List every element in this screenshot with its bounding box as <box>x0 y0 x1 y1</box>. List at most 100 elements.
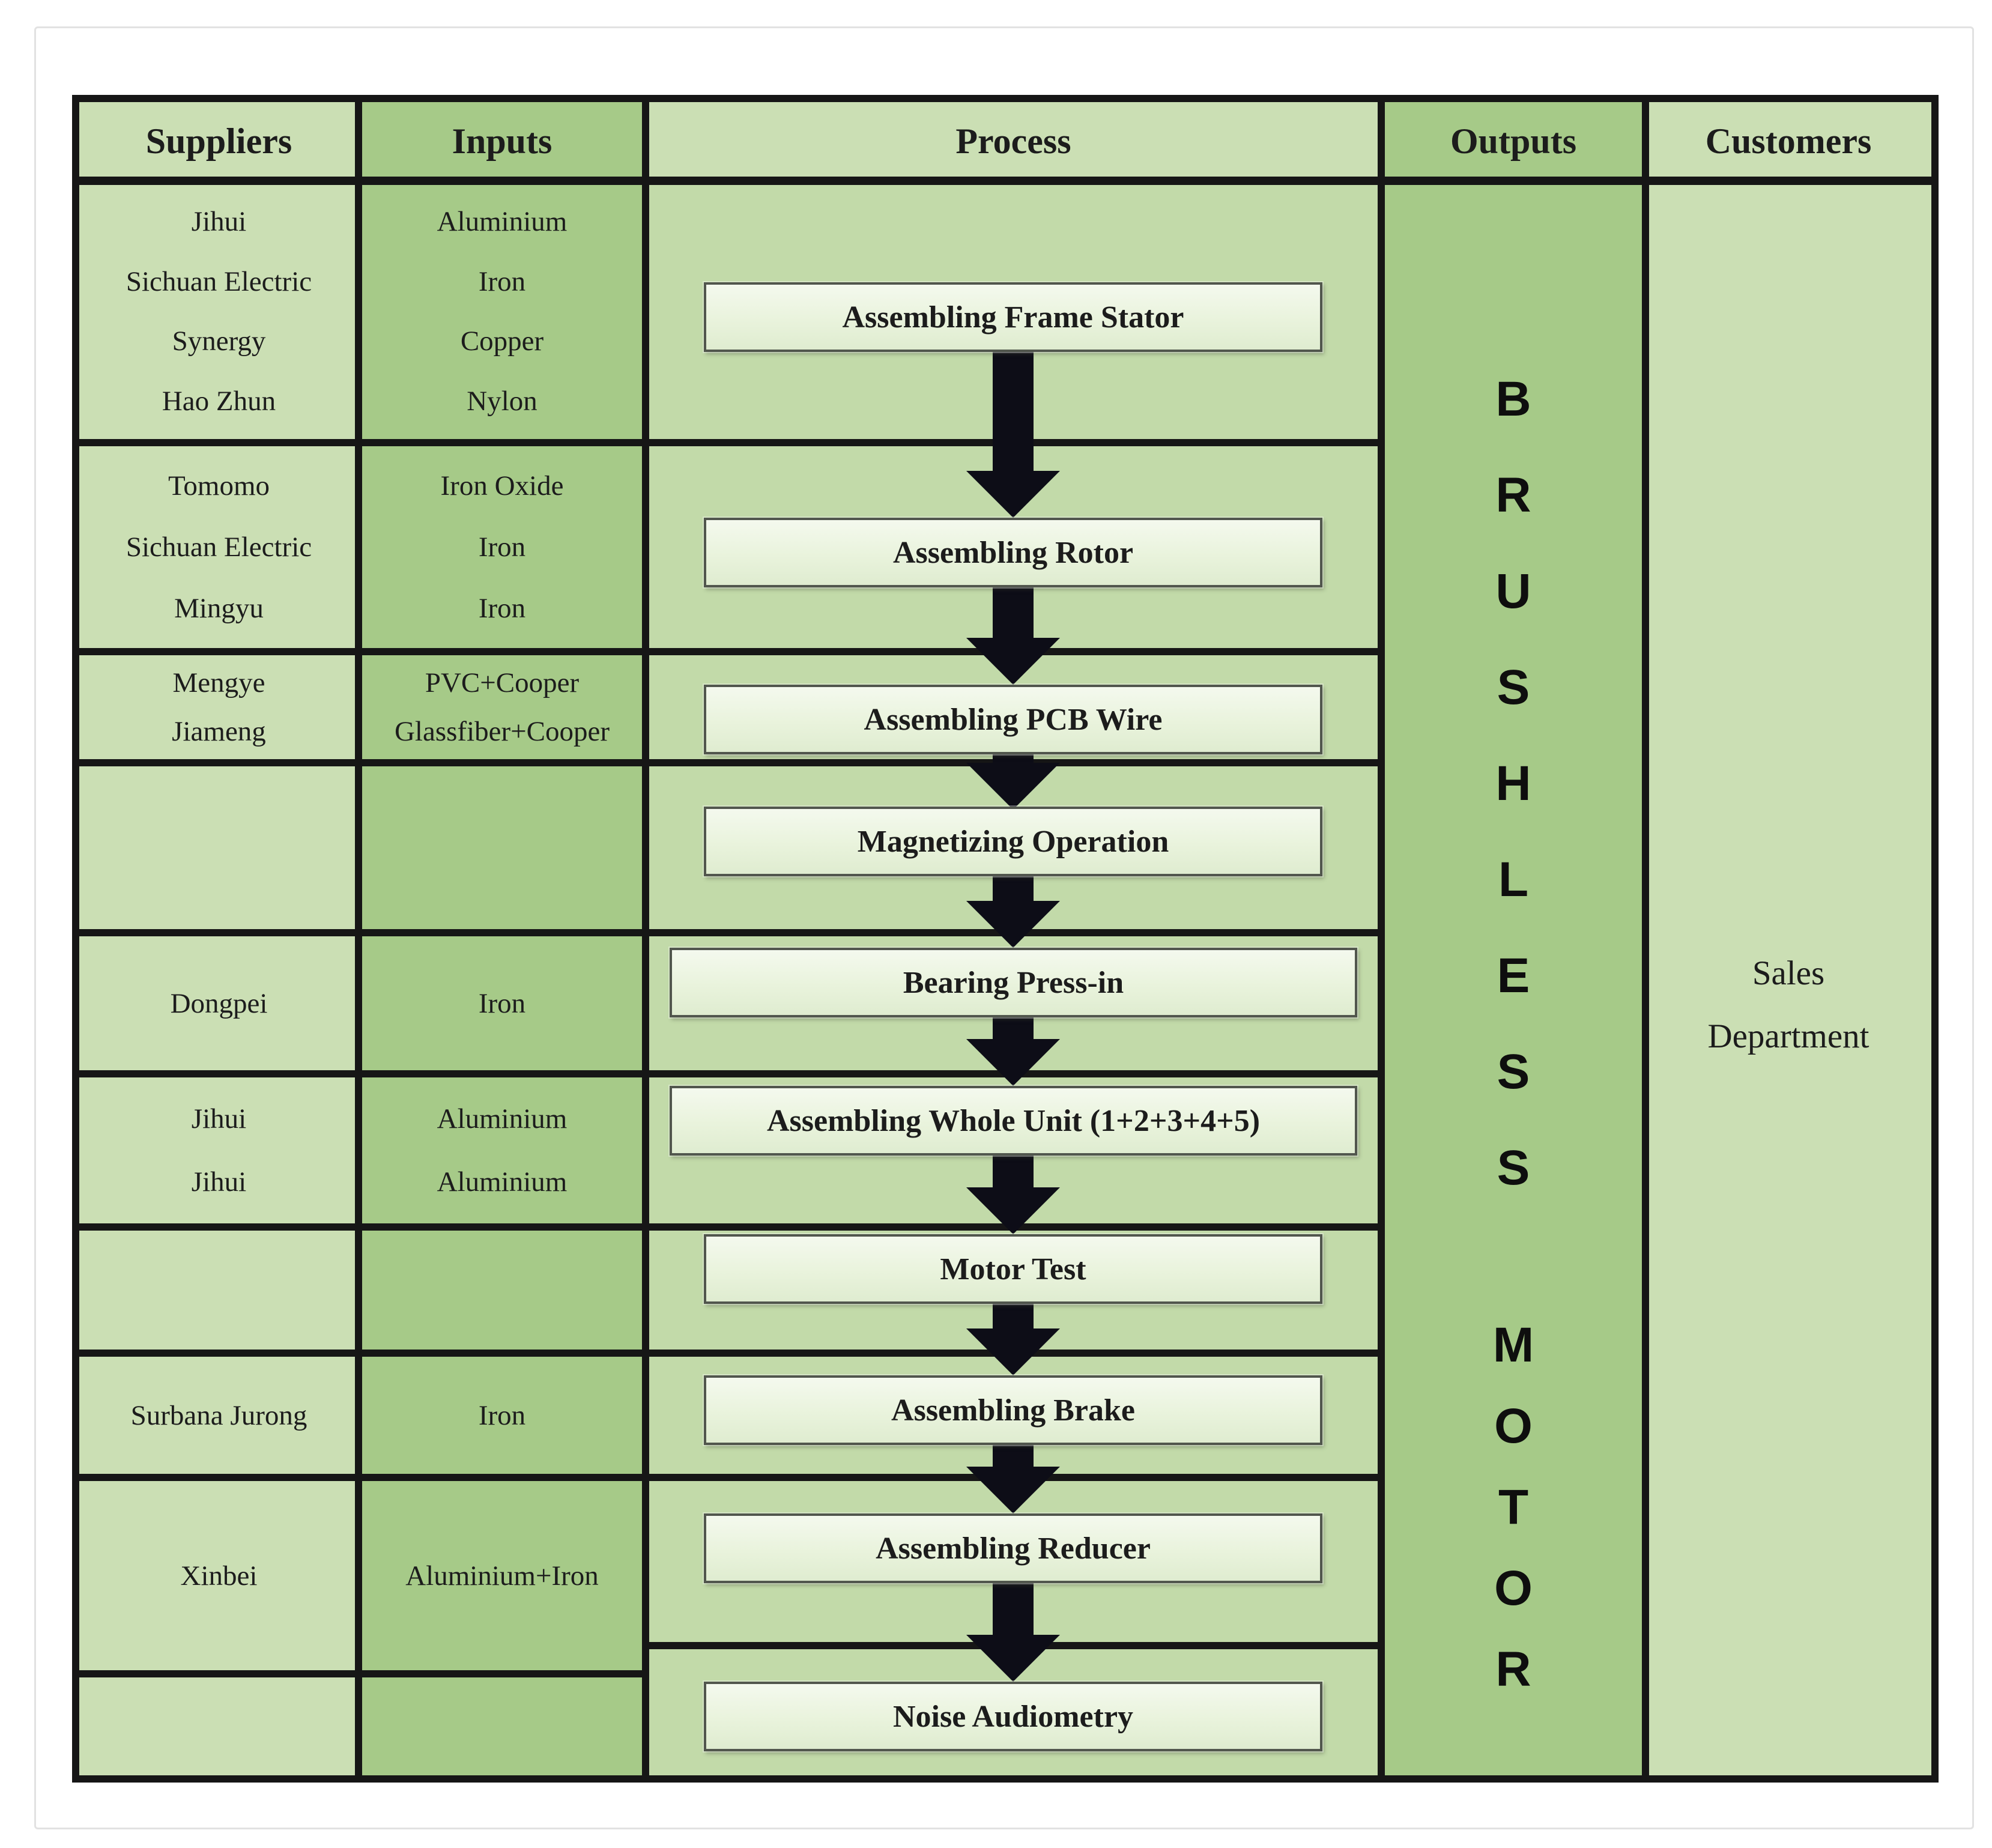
arrow-head <box>966 901 1060 948</box>
divider-h <box>79 177 1931 185</box>
input-material: Iron <box>478 593 526 624</box>
arrow-stem <box>993 1301 1034 1331</box>
supplier-name: Jihui <box>191 1166 247 1198</box>
input-material: Iron <box>478 532 526 563</box>
input-material: Aluminium <box>437 1166 568 1198</box>
suppliers-group-9: Xinbei <box>79 1477 359 1674</box>
inputs-group-2: Iron Oxide Iron Iron <box>359 443 646 652</box>
process-step-box-noise-audiometry: Noise Audiometry <box>704 1682 1322 1751</box>
arrow-stem <box>993 1015 1034 1041</box>
suppliers-group-8: Surbana Jurong <box>79 1353 359 1477</box>
divider-h <box>79 929 1385 936</box>
suppliers-column-bg <box>79 102 359 1775</box>
down-arrow-icon <box>966 1581 1060 1682</box>
suppliers-group-1: Jihui Sichuan Electric Synergy Hao Zhun <box>79 180 359 443</box>
suppliers-group-5: Dongpei <box>79 933 359 1074</box>
process-step-box-motor-test: Motor Test <box>704 1234 1322 1304</box>
down-arrow-icon <box>966 1015 1060 1086</box>
inputs-group-1: Aluminium Iron Copper Nylon <box>359 180 646 443</box>
column-header-process: Process <box>955 121 1071 161</box>
supplier-name: Mengye <box>172 667 265 698</box>
suppliers-group-6: Jihui Jihui <box>79 1074 359 1227</box>
input-material: PVC+Cooper <box>425 667 580 698</box>
supplier-name: Hao Zhun <box>162 385 276 417</box>
inputs-column-bg <box>359 102 646 1775</box>
suppliers-group-3: Mengye Jiameng <box>79 652 359 763</box>
divider-v <box>1378 102 1385 1775</box>
input-material: Glassfiber+Cooper <box>394 716 610 748</box>
divider-h <box>79 439 1385 446</box>
output-product-word-1: BRUSHLESS <box>1495 372 1531 1195</box>
supplier-name: Xinbei <box>180 1560 258 1592</box>
customer-name: Sales Department <box>1707 954 1869 1055</box>
process-step-box-rotor: Assembling Rotor <box>704 518 1322 587</box>
arrow-head <box>966 1328 1060 1375</box>
arrow-stem <box>993 351 1034 473</box>
arrow-stem <box>993 585 1034 640</box>
divider-h <box>79 648 1385 655</box>
input-material: Nylon <box>467 385 537 417</box>
input-material: Copper <box>460 326 544 357</box>
divider-h <box>79 1474 1385 1481</box>
inputs-group-3: PVC+Cooper Glassfiber+Cooper <box>359 652 646 763</box>
divider-h <box>79 1223 1385 1231</box>
down-arrow-icon <box>966 585 1060 685</box>
input-material: Iron Oxide <box>440 470 564 501</box>
supplier-name: Jihui <box>191 1103 247 1135</box>
process-step-box-magnetizing: Magnetizing Operation <box>704 807 1322 876</box>
divider-h <box>79 1070 1385 1077</box>
supplier-name: Jihui <box>191 206 247 238</box>
arrow-head <box>966 1635 1060 1682</box>
arrow-head <box>966 1039 1060 1086</box>
sipoc-table: Suppliers Inputs Process Outputs Custome… <box>72 95 1939 1783</box>
down-arrow-icon <box>966 1153 1060 1234</box>
inputs-group-8: Iron <box>359 1353 646 1477</box>
input-material: Aluminium+Iron <box>405 1560 599 1592</box>
input-material: Iron <box>478 265 526 297</box>
input-material: Aluminium <box>437 206 568 238</box>
arrow-head <box>966 763 1060 810</box>
divider-v <box>355 102 362 1775</box>
down-arrow-icon <box>966 752 1060 810</box>
process-header-bg <box>646 102 1381 180</box>
down-arrow-icon <box>966 1443 1060 1513</box>
supplier-name: Jiameng <box>172 716 266 748</box>
arrow-stem <box>993 1443 1034 1469</box>
supplier-name: Mingyu <box>174 593 264 624</box>
supplier-name: Synergy <box>172 326 266 357</box>
arrow-head <box>966 1467 1060 1513</box>
down-arrow-icon <box>966 874 1060 948</box>
arrow-stem <box>993 1581 1034 1637</box>
arrow-head <box>966 471 1060 518</box>
down-arrow-icon <box>966 351 1060 518</box>
outputs-column-bg <box>1381 102 1645 1775</box>
column-header-customers: Customers <box>1705 121 1872 161</box>
supplier-name: Dongpei <box>170 987 268 1019</box>
down-arrow-icon <box>966 1301 1060 1375</box>
process-step-box-frame-stator: Assembling Frame Stator <box>704 282 1322 352</box>
input-material: Iron <box>478 1399 526 1431</box>
supplier-name: Sichuan Electric <box>126 265 312 297</box>
process-step-box-whole-unit: Assembling Whole Unit (1+2+3+4+5) <box>670 1086 1357 1156</box>
output-product-word-2: MOTOR <box>1492 1318 1534 1697</box>
column-header-suppliers: Suppliers <box>145 121 292 161</box>
supplier-name: Tomomo <box>168 470 270 501</box>
divider-v <box>642 102 649 1775</box>
divider-h <box>79 759 1385 766</box>
arrow-stem <box>993 752 1034 765</box>
process-step-box-reducer: Assembling Reducer <box>704 1513 1322 1583</box>
process-step-box-bearing: Bearing Press-in <box>670 948 1357 1017</box>
customers-column-bg <box>1645 102 1931 1775</box>
arrow-head <box>966 1187 1060 1234</box>
process-step-box-pcb-wire: Assembling PCB Wire <box>704 685 1322 754</box>
supplier-name: Surbana Jurong <box>130 1399 307 1431</box>
column-header-outputs: Outputs <box>1450 121 1577 161</box>
arrow-stem <box>993 874 1034 903</box>
page-frame <box>34 26 1974 1829</box>
suppliers-group-2: Tomomo Sichuan Electric Mingyu <box>79 443 359 652</box>
divider-h <box>79 1670 649 1677</box>
input-material: Aluminium <box>437 1103 568 1135</box>
process-step-box-brake: Assembling Brake <box>704 1375 1322 1445</box>
arrow-head <box>966 638 1060 685</box>
divider-h <box>79 1350 1385 1357</box>
